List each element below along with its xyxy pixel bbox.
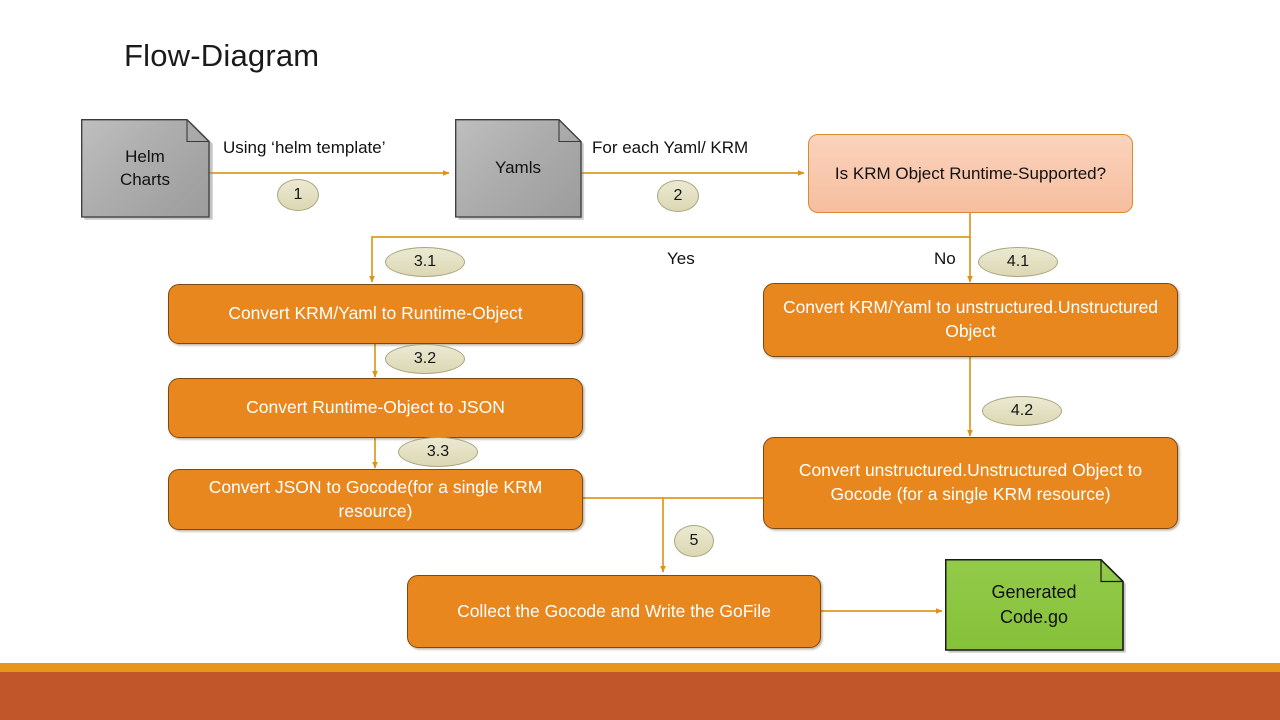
node-helm-charts[interactable]: Helm Charts xyxy=(81,119,209,217)
node-left2-label: Convert Runtime-Object to JSON xyxy=(246,397,505,418)
badge-step-3-2-label: 3.2 xyxy=(413,350,437,367)
badge-step-5: 5 xyxy=(674,525,714,557)
edge-label-for-each-yaml-krm: For each Yaml/ KRM xyxy=(592,138,749,157)
badge-step-4-1-label: 4.1 xyxy=(1006,253,1030,270)
node-generated-code-line1: Generated xyxy=(991,581,1077,602)
edge-label-using-helm-template: Using ‘helm template’ xyxy=(223,138,386,157)
connector-decision-yes xyxy=(369,213,971,283)
node-convert-unstructured-to-gocode[interactable]: Convert unstructured.Unstructured Object… xyxy=(763,437,1178,529)
badge-step-2-label: 2 xyxy=(673,187,683,204)
badge-step-5-label: 5 xyxy=(689,532,699,549)
node-right1-label: Convert KRM/Yaml to unstructured.Unstruc… xyxy=(782,297,1159,341)
badge-step-3-3-label: 3.3 xyxy=(426,443,450,460)
node-convert-json-to-gocode[interactable]: Convert JSON to Gocode(for a single KRM … xyxy=(168,469,583,530)
node-decision-label: Is KRM Object Runtime-Supported? xyxy=(834,163,1107,183)
node-left1-label: Convert KRM/Yaml to Runtime-Object xyxy=(228,303,523,324)
node-collect-gocode-write-gofile[interactable]: Collect the Gocode and Write the GoFile xyxy=(407,575,821,648)
badge-step-3-3: 3.3 xyxy=(398,437,478,467)
badge-step-3-1: 3.1 xyxy=(385,247,465,277)
page-title: Flow-Diagram xyxy=(124,38,320,73)
node-yamls-label: Yamls xyxy=(495,158,541,178)
node-helm-charts-line2: Charts xyxy=(119,170,171,189)
footer-bar-light xyxy=(0,663,1280,672)
badge-step-3-1-label: 3.1 xyxy=(413,253,437,270)
badge-step-4-2-label: 4.2 xyxy=(1010,402,1034,419)
node-convert-runtime-object-to-json[interactable]: Convert Runtime-Object to JSON xyxy=(168,378,583,438)
node-helm-charts-line1: Helm xyxy=(125,146,165,166)
badge-step-3-2: 3.2 xyxy=(385,344,465,374)
badge-step-4-2: 4.2 xyxy=(982,396,1062,426)
node-right2-label: Convert unstructured.Unstructured Object… xyxy=(798,460,1143,504)
badge-step-1: 1 xyxy=(277,179,319,211)
edge-label-yes: Yes xyxy=(667,249,695,268)
node-generated-code[interactable]: Generated Code.go xyxy=(945,559,1123,650)
node-convert-krm-to-unstructured[interactable]: Convert KRM/Yaml to unstructured.Unstruc… xyxy=(763,283,1178,357)
badge-step-4-1: 4.1 xyxy=(978,247,1058,277)
node-collect-label: Collect the Gocode and Write the GoFile xyxy=(457,600,771,621)
node-yamls[interactable]: Yamls xyxy=(455,119,581,217)
edge-label-no: No xyxy=(934,249,956,268)
node-convert-krm-to-runtime-object[interactable]: Convert KRM/Yaml to Runtime-Object xyxy=(168,284,583,344)
node-generated-code-line2: Code.go xyxy=(999,606,1069,627)
footer-bar-dark xyxy=(0,672,1280,720)
badge-step-2: 2 xyxy=(657,180,699,212)
node-left3-label: Convert JSON to Gocode(for a single KRM … xyxy=(208,476,543,521)
badge-step-1-label: 1 xyxy=(293,186,303,203)
node-decision-krm-runtime-supported[interactable]: Is KRM Object Runtime-Supported? xyxy=(808,134,1133,213)
